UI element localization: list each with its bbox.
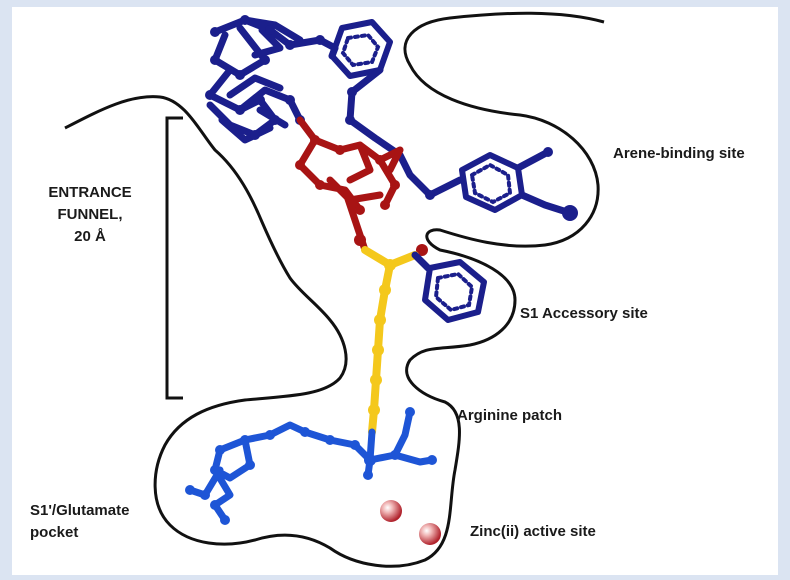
s1-accessory-site-label: S1 Accessory site	[520, 305, 648, 322]
s1-glutamate-pocket-label-line2: pocket	[30, 524, 78, 541]
entrance-funnel-label-line3: 20 Å	[74, 228, 106, 245]
zinc-atom-2	[419, 523, 441, 545]
zinc-active-site-label: Zinc(ii) active site	[470, 523, 596, 540]
s1-glutamate-pocket-label-line1: S1'/Glutamate	[30, 502, 129, 519]
entrance-funnel-bracket	[167, 118, 183, 398]
entrance-funnel-label-line1: ENTRANCE	[48, 184, 131, 201]
navy-molecule	[210, 20, 570, 213]
binding-pocket-outline	[65, 13, 604, 566]
arene-binding-site-label: Arene-binding site	[613, 145, 745, 162]
zinc-atom-1	[380, 500, 402, 522]
entrance-funnel-label-line2: FUNNEL,	[58, 206, 123, 223]
yellow-linker	[365, 250, 484, 432]
arginine-patch-label: Arginine patch	[457, 407, 562, 424]
